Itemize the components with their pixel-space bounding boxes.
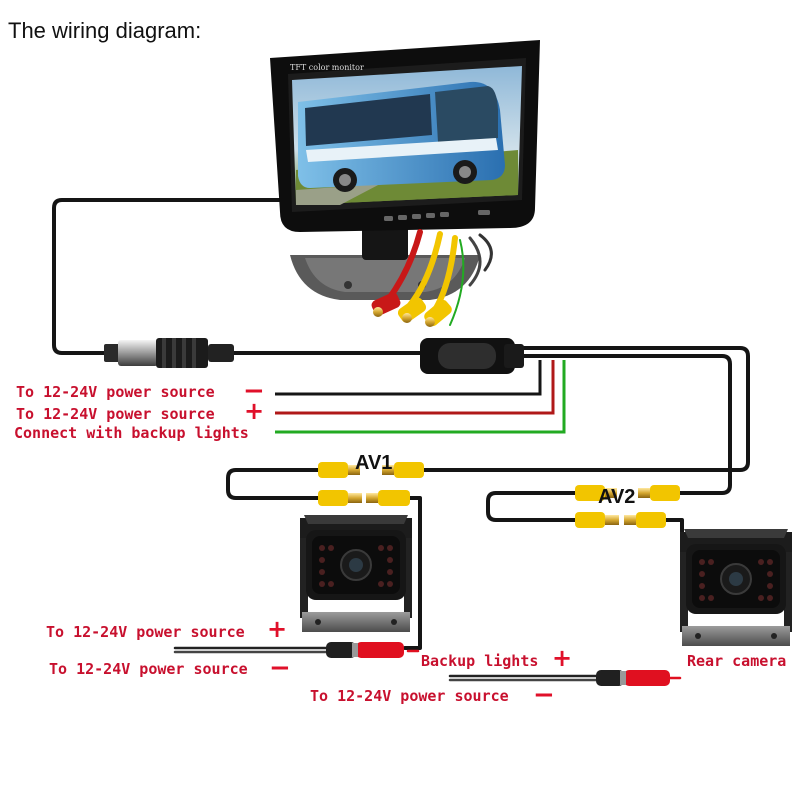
camera-2 bbox=[680, 529, 792, 646]
label-backup-lights: Backup lights bbox=[421, 652, 539, 670]
label-backup-lights-top: Connect with backup lights bbox=[14, 424, 249, 442]
diagram-title: The wiring diagram: bbox=[8, 18, 202, 43]
monitor-rca-plugs bbox=[371, 292, 452, 327]
camera-1 bbox=[300, 515, 412, 632]
av2-label: AV2 bbox=[598, 486, 636, 508]
label-cam1-power-neg: To 12-24V power source bbox=[49, 660, 248, 678]
main-cable bbox=[52, 198, 750, 650]
label-power-neg-top: To 12-24V power source bbox=[16, 383, 215, 401]
label-rear-camera: Rear camera bbox=[687, 652, 787, 670]
label-power-pos-top: To 12-24V power source bbox=[16, 405, 215, 423]
minus-sign-top: − bbox=[243, 376, 265, 406]
minus-sign-cam2: − bbox=[533, 680, 555, 710]
label-cam2-power-neg: To 12-24V power source bbox=[310, 687, 509, 705]
top-power-wires bbox=[275, 360, 566, 434]
cam2-lead-connector bbox=[596, 670, 670, 686]
plus-sign-top: + bbox=[244, 397, 265, 425]
camera-power-leads bbox=[173, 646, 682, 682]
plus-sign-backup: + bbox=[552, 644, 573, 672]
cam1-lead-connector bbox=[326, 642, 404, 658]
monitor: TFT color monitor bbox=[270, 40, 540, 300]
splitter-box bbox=[420, 338, 524, 374]
aviation-connector bbox=[104, 338, 234, 368]
plus-sign-cam1: + bbox=[267, 615, 288, 643]
av1-label: AV1 bbox=[355, 452, 393, 474]
monitor-label: TFT color monitor bbox=[290, 63, 364, 72]
av2-connectors bbox=[575, 485, 680, 528]
av1-connectors bbox=[318, 462, 424, 506]
minus-sign-cam1: − bbox=[269, 653, 291, 683]
label-cam1-power-pos: To 12-24V power source bbox=[46, 623, 245, 641]
